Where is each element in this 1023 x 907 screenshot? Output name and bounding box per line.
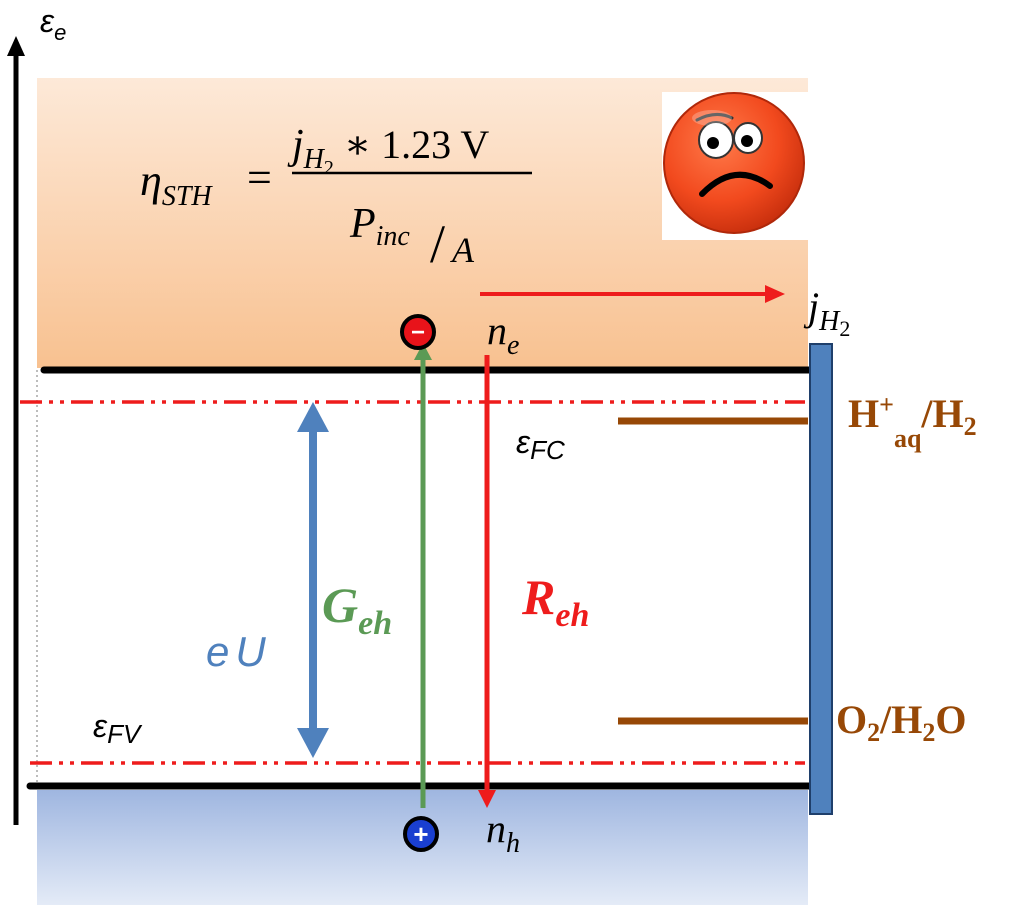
generation-label: Geh: [322, 577, 392, 642]
svg-text:/: /: [430, 214, 445, 274]
svg-text:+: +: [413, 819, 428, 849]
hole-density-label: nh: [486, 806, 520, 859]
current-label: jH2: [803, 284, 850, 341]
hydrogen-redox-label: H+aq/H2: [848, 390, 977, 453]
svg-text:=: =: [247, 153, 272, 202]
current-arrow: [480, 285, 785, 303]
svg-text:A: A: [450, 230, 475, 270]
svg-text:Pinc: Pinc: [349, 201, 410, 252]
electron-density-label: ne: [487, 308, 519, 361]
electron-icon: −: [400, 314, 436, 350]
svg-text:ηSTH: ηSTH: [140, 156, 213, 212]
oxygen-redox-label: O2/H2O: [836, 697, 967, 747]
generation-arrow: [414, 343, 432, 808]
recombination-label: Reh: [521, 569, 589, 634]
quasi-fermi-conduction-label: εFC: [516, 424, 565, 465]
svg-text:−: −: [411, 319, 425, 346]
svg-text:jH2∗ 1.23 V: jH2∗ 1.23 V: [287, 122, 489, 179]
photovoltage-arrow: [297, 402, 329, 758]
sad-face-icon: [662, 92, 810, 240]
sth-efficiency-formula: ηSTH = jH2∗ 1.23 V Pinc / A: [140, 122, 532, 274]
quasi-fermi-valence-label: εFV: [93, 708, 143, 749]
hole-icon: +: [403, 816, 439, 852]
energy-axis-arrowhead: [7, 36, 25, 56]
recombination-arrow: [478, 355, 496, 808]
electrode: [809, 343, 833, 815]
energy-axis-label: εe: [40, 3, 66, 45]
